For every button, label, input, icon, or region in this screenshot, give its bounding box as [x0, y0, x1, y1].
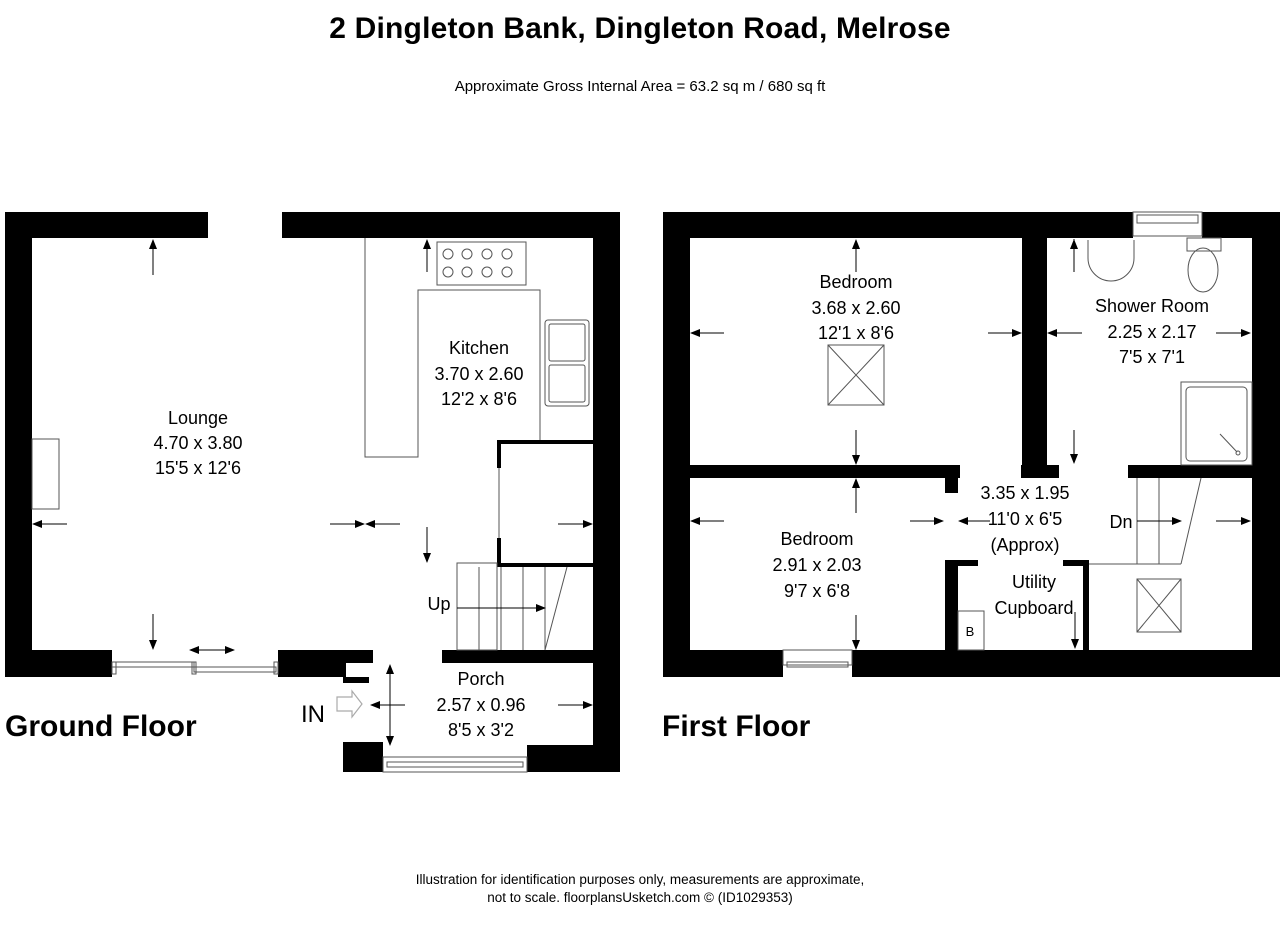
disclaimer: Illustration for identification purposes…	[0, 871, 1280, 907]
wall	[5, 212, 208, 238]
wall	[5, 212, 32, 677]
boiler-icon	[957, 610, 985, 651]
wall	[1021, 465, 1059, 478]
wall	[497, 440, 501, 468]
wall	[1083, 560, 1089, 650]
kitchen-counter	[364, 238, 541, 458]
wall	[343, 742, 383, 772]
room-name-shower-room: Shower Room	[1095, 296, 1209, 316]
first-floor-plan: B Bedroom 3.68 x 2.60 12'1 x 8'6 Shower …	[662, 211, 1280, 743]
wall	[282, 212, 620, 238]
stairs-down	[1089, 477, 1202, 565]
entrance-arrow-icon	[336, 689, 363, 719]
wall	[852, 650, 1280, 677]
wall	[663, 212, 690, 677]
room-imperial-lounge: 15'5 x 12'6	[155, 458, 241, 478]
shower-tray-icon	[1180, 381, 1253, 466]
ground-floor-plan: Lounge 4.70 x 3.80 15'5 x 12'6 Kitchen 3…	[5, 212, 620, 773]
boiler-label: B	[966, 624, 975, 639]
sink-icon	[544, 319, 590, 407]
room-imperial-kitchen: 12'2 x 8'6	[441, 389, 517, 409]
washbasin-icon	[1087, 240, 1135, 282]
porch-window	[382, 756, 528, 773]
wall	[1063, 560, 1089, 566]
stairs-down-label: Dn	[1109, 512, 1132, 532]
wall	[1252, 212, 1280, 677]
room-metric-shower-room: 2.25 x 2.17	[1107, 322, 1196, 342]
wall	[1022, 238, 1047, 465]
room-name-lounge: Lounge	[168, 408, 228, 428]
wall	[1128, 465, 1280, 478]
room-imperial-porch: 8'5 x 3'2	[448, 720, 514, 740]
room-note-landing: (Approx)	[990, 535, 1059, 555]
wall	[497, 538, 501, 566]
room-metric-bedroom-1: 3.68 x 2.60	[811, 298, 900, 318]
room-metric-lounge: 4.70 x 3.80	[153, 433, 242, 453]
room-metric-kitchen: 3.70 x 2.60	[434, 364, 523, 384]
room-name-kitchen: Kitchen	[449, 338, 509, 358]
first-floor-label: First Floor	[662, 710, 811, 743]
patio-door	[111, 661, 279, 675]
disclaimer-line-1: Illustration for identification purposes…	[415, 872, 865, 887]
room-metric-porch: 2.57 x 0.96	[436, 695, 525, 715]
stairs-up	[456, 562, 568, 651]
loft-hatch-icon	[1136, 578, 1182, 633]
room-name-utility: Utility	[1012, 572, 1056, 592]
shower-window	[1132, 211, 1203, 237]
bedroom-window	[782, 649, 853, 668]
wall	[278, 663, 346, 677]
wall	[945, 560, 958, 650]
loft-hatch-icon	[827, 344, 885, 406]
wall	[5, 650, 112, 677]
wall	[497, 440, 593, 444]
toilet-icon	[1187, 247, 1219, 293]
wall	[593, 212, 620, 772]
stairs-up-label: Up	[427, 594, 450, 614]
room-name-cupboard: Cupboard	[994, 598, 1073, 618]
hob-icon	[436, 241, 527, 286]
page-title: 2 Dingleton Bank, Dingleton Road, Melros…	[329, 12, 951, 45]
room-imperial-landing: 11'0 x 6'5	[988, 509, 1063, 529]
wall	[945, 478, 958, 493]
room-metric-landing: 3.35 x 1.95	[980, 483, 1069, 503]
room-imperial-bedroom-2: 9'7 x 6'8	[784, 581, 850, 601]
wall	[442, 650, 602, 663]
ground-floor-label: Ground Floor	[5, 710, 197, 743]
disclaimer-line-2: not to scale. floorplansUsketch.com © (I…	[487, 890, 793, 905]
wall	[663, 650, 783, 677]
room-imperial-bedroom-1: 12'1 x 8'6	[818, 323, 894, 343]
wall	[663, 465, 960, 478]
wall	[663, 212, 1133, 238]
wall	[343, 677, 369, 683]
hob-burners	[442, 248, 513, 278]
room-name-porch: Porch	[457, 669, 504, 689]
wall	[527, 745, 620, 772]
wall	[278, 650, 373, 663]
wall	[945, 560, 978, 566]
gross-area-text: Approximate Gross Internal Area = 63.2 s…	[454, 78, 826, 95]
room-name-bedroom-2: Bedroom	[780, 529, 853, 549]
room-imperial-shower-room: 7'5 x 7'1	[1119, 347, 1185, 367]
entrance-label: IN	[301, 701, 325, 728]
wall	[497, 563, 593, 567]
room-metric-bedroom-2: 2.91 x 2.03	[772, 555, 861, 575]
room-name-bedroom-1: Bedroom	[819, 272, 892, 292]
toilet-cistern-icon	[1186, 237, 1222, 252]
fireplace	[31, 438, 60, 510]
